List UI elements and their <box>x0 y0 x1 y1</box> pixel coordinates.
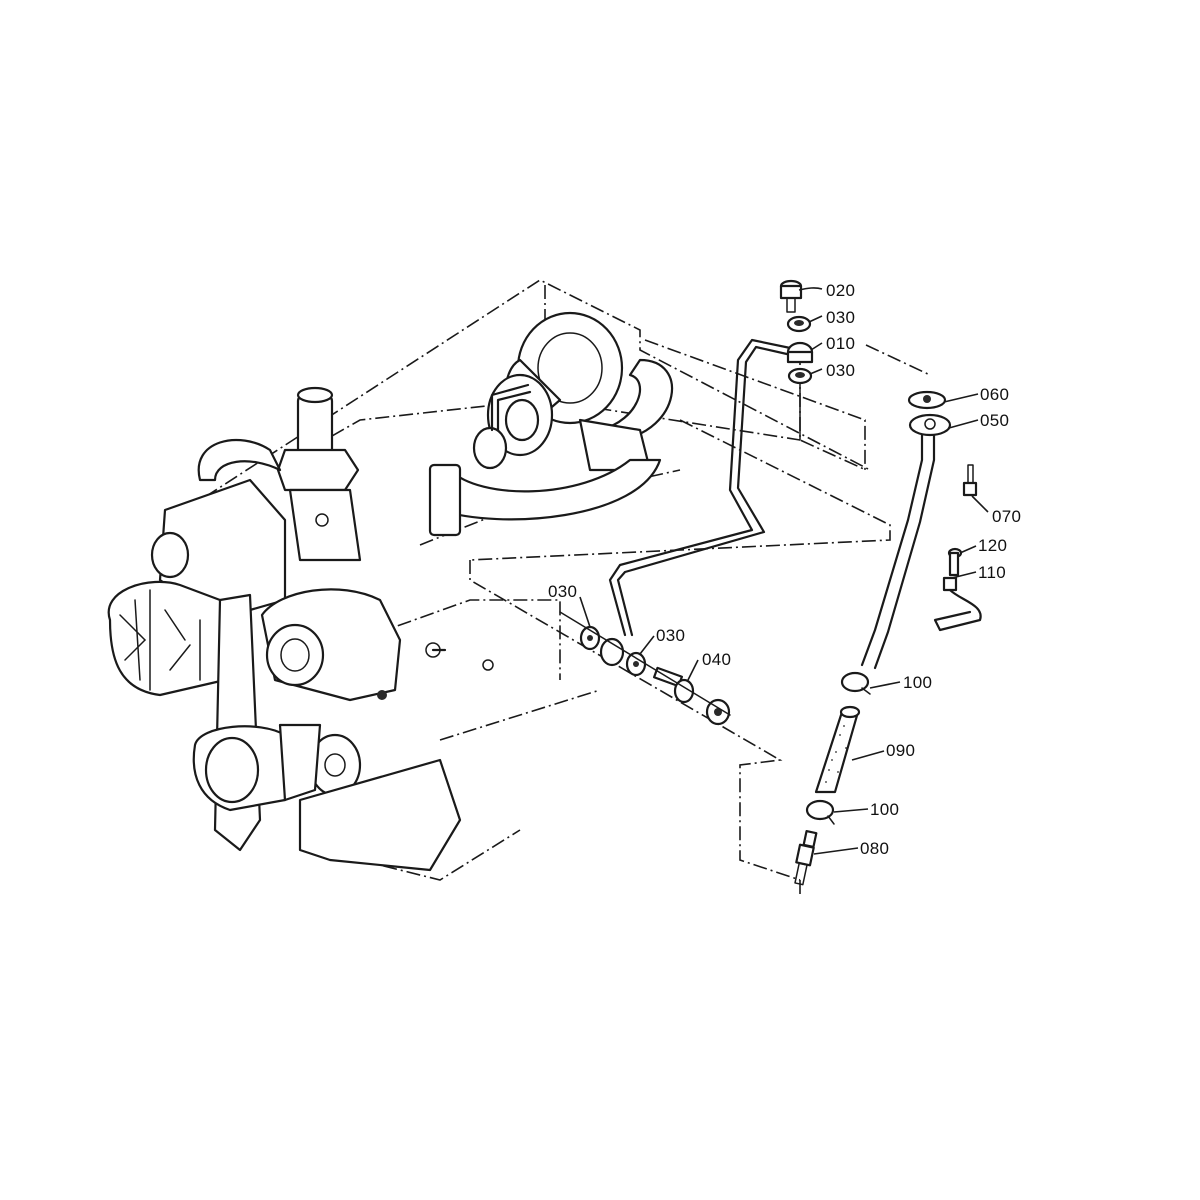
callout-070: 070 <box>992 507 1022 526</box>
leader-lines <box>579 287 989 855</box>
gasket-060 <box>907 390 947 410</box>
callout-020: 020 <box>826 281 856 300</box>
flange-pipe-050 <box>860 413 952 670</box>
hose-090 <box>814 705 861 794</box>
callout-030: 030 <box>656 626 686 645</box>
callout-080: 080 <box>860 839 890 858</box>
gasket-030-right <box>625 651 647 677</box>
callout-090: 090 <box>886 741 916 760</box>
hose-clamp-100-upper <box>840 671 871 695</box>
elbow-joint-080 <box>794 830 818 886</box>
bolt-070 <box>962 464 978 497</box>
oil-pipe-010 <box>599 338 814 667</box>
banjo-bolt-020 <box>779 279 803 313</box>
clamp-110 <box>933 576 982 632</box>
callout-060: 060 <box>980 385 1010 404</box>
turbocharger <box>428 311 674 537</box>
callout-030: 030 <box>826 308 856 327</box>
callout-110: 110 <box>978 563 1007 582</box>
gasket-030-lower <box>787 367 813 441</box>
water-pump-assembly <box>107 478 494 872</box>
callout-040: 040 <box>702 650 732 669</box>
callout-030: 030 <box>548 582 578 601</box>
callout-120: 120 <box>978 536 1008 555</box>
callout-010: 010 <box>826 334 856 353</box>
callout-050: 050 <box>980 411 1010 430</box>
callout-100: 100 <box>870 800 900 819</box>
water-outlet <box>197 386 362 562</box>
callout-030: 030 <box>826 361 856 380</box>
joint-bolt-040 <box>559 611 731 726</box>
callout-100: 100 <box>903 673 933 692</box>
bolt-120 <box>947 547 963 577</box>
hose-clamp-100-lower <box>805 799 835 825</box>
gasket-030-top <box>786 315 812 333</box>
